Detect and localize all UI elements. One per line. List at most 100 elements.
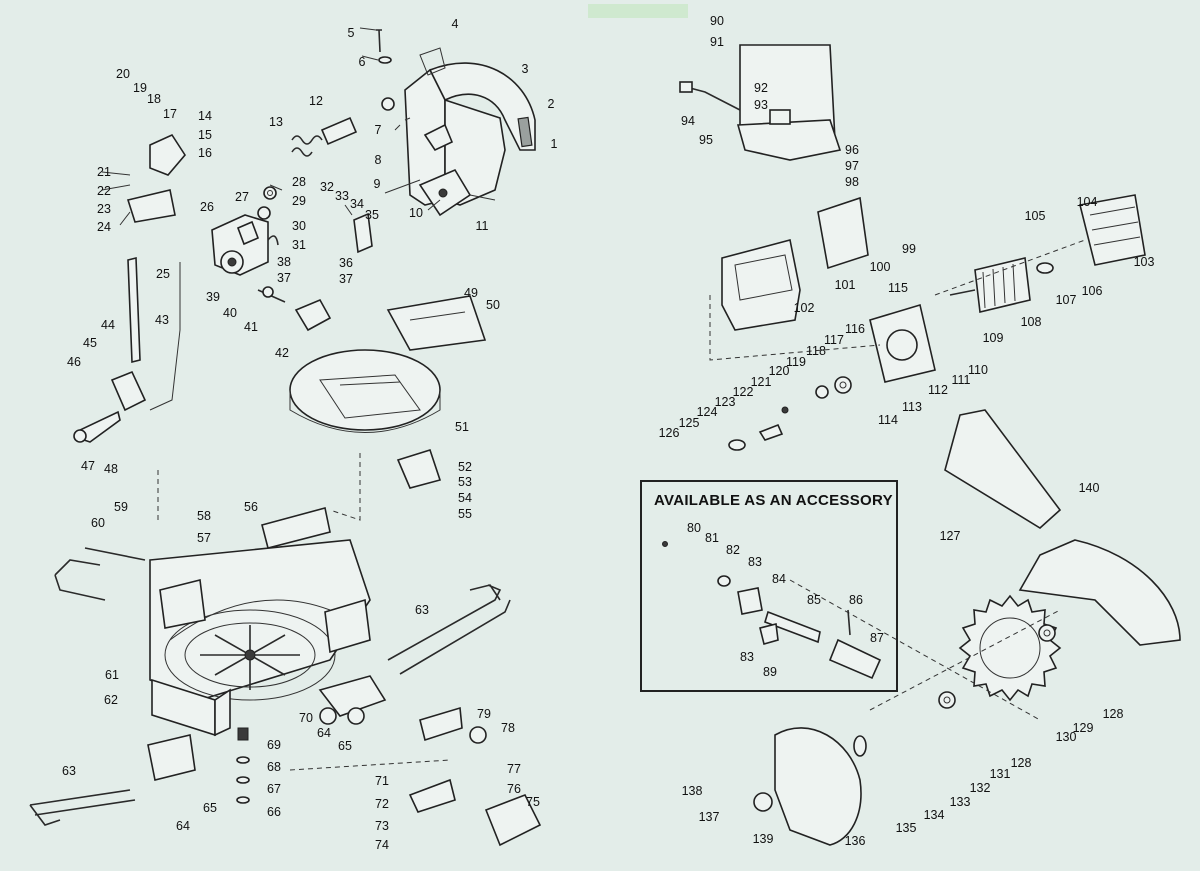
power-cord: [689, 87, 741, 111]
part-label: 113: [902, 399, 922, 414]
part-label: 38: [277, 254, 291, 269]
part-label: 48: [104, 461, 118, 476]
pivot-housing: [211, 214, 269, 276]
part-label: 124: [696, 404, 718, 419]
part-label: 4: [451, 16, 459, 31]
part-label: 17: [163, 106, 177, 121]
part-label: 96: [845, 142, 859, 157]
part-label: 51: [455, 419, 469, 434]
part-label: 46: [67, 354, 81, 369]
part-label: 58: [197, 508, 211, 523]
part-label: 55: [458, 506, 472, 521]
part-label: 108: [1020, 314, 1042, 329]
part-label: 54: [458, 490, 472, 505]
part-label: 64: [176, 818, 190, 833]
insert-plate: [386, 295, 487, 351]
right-extension-rod: [387, 584, 511, 675]
part-label: 136: [844, 833, 866, 848]
shaft-and-spring: [291, 97, 395, 157]
part-label: 81: [705, 530, 719, 545]
part-label: 92: [754, 80, 768, 95]
part-label: 75: [526, 794, 540, 809]
part-label: 102: [793, 300, 815, 315]
part-label: 117: [824, 332, 844, 347]
part-label: 28: [292, 174, 306, 189]
part-label: 47: [81, 458, 95, 473]
part-label: 33: [335, 188, 349, 203]
part-label: 63: [62, 763, 76, 778]
part-label: 85: [807, 592, 821, 607]
part-label: 119: [786, 354, 806, 369]
part-label: 104: [1076, 194, 1098, 209]
part-label: 125: [678, 415, 700, 430]
part-label: 67: [267, 781, 281, 796]
part-label: 22: [97, 183, 111, 198]
part-label: 89: [763, 664, 777, 679]
armature: [949, 257, 1054, 313]
part-label: 19: [133, 80, 147, 95]
part-label: 37: [277, 270, 291, 285]
part-label: 121: [750, 374, 772, 389]
part-label: 45: [83, 335, 97, 350]
part-label: 9: [373, 176, 381, 191]
part-label: 111: [951, 372, 971, 387]
part-label: 86: [849, 592, 863, 607]
part-label: 30: [292, 218, 306, 233]
part-label: 114: [878, 412, 898, 427]
part-label: 116: [845, 321, 865, 336]
part-label: 128: [1010, 755, 1032, 770]
part-label: 97: [845, 158, 859, 173]
part-label: 21: [97, 164, 111, 179]
part-label: 73: [375, 818, 389, 833]
part-label: 24: [97, 219, 111, 234]
part-label: 95: [699, 132, 713, 147]
part-label: 61: [105, 667, 119, 682]
part-label: 109: [982, 330, 1004, 345]
part-label: 112: [928, 382, 948, 397]
part-label: 120: [768, 363, 790, 378]
part-label: 5: [347, 25, 355, 40]
part-label: 56: [244, 499, 258, 514]
part-label: 100: [869, 259, 891, 274]
part-label: 133: [949, 794, 971, 809]
motor-housing: [721, 239, 801, 331]
saw-blade: [958, 594, 1062, 702]
part-label: 20: [116, 66, 130, 81]
part-label: 99: [902, 241, 916, 256]
left-extension-rod: [54, 547, 146, 601]
part-label: 40: [223, 305, 237, 320]
part-label: 101: [834, 277, 856, 292]
part-label: 79: [477, 706, 491, 721]
highlight-mark: [588, 4, 688, 18]
part-label: 77: [507, 761, 521, 776]
part-label: 76: [507, 781, 521, 796]
part-label: 62: [104, 692, 118, 707]
part-label: 82: [726, 542, 740, 557]
upper-guard-right: [1018, 539, 1181, 646]
part-label: 31: [292, 237, 306, 252]
part-label: 7: [374, 122, 382, 137]
motor-end-bell: [1079, 194, 1146, 266]
part-label: 6: [358, 54, 366, 69]
part-label: 71: [375, 773, 389, 788]
part-label: 32: [320, 179, 334, 194]
part-label: 26: [200, 199, 214, 214]
part-label: 14: [198, 108, 212, 123]
part-label: 57: [197, 530, 211, 545]
part-label: 80: [687, 520, 701, 535]
part-label: 122: [732, 384, 754, 399]
part-label: 118: [806, 343, 826, 358]
part-label: 127: [939, 528, 961, 543]
part-label: 107: [1055, 292, 1077, 307]
part-label: 43: [155, 312, 169, 327]
part-label: 68: [267, 759, 281, 774]
part-label: 103: [1133, 254, 1155, 269]
saw-base: [149, 539, 371, 737]
part-label: 134: [923, 807, 945, 822]
accessory-parts: [662, 541, 882, 680]
part-label: 131: [989, 766, 1011, 781]
part-label: 65: [338, 738, 352, 753]
part-label: 35: [365, 207, 379, 222]
part-label: 11: [475, 218, 489, 233]
